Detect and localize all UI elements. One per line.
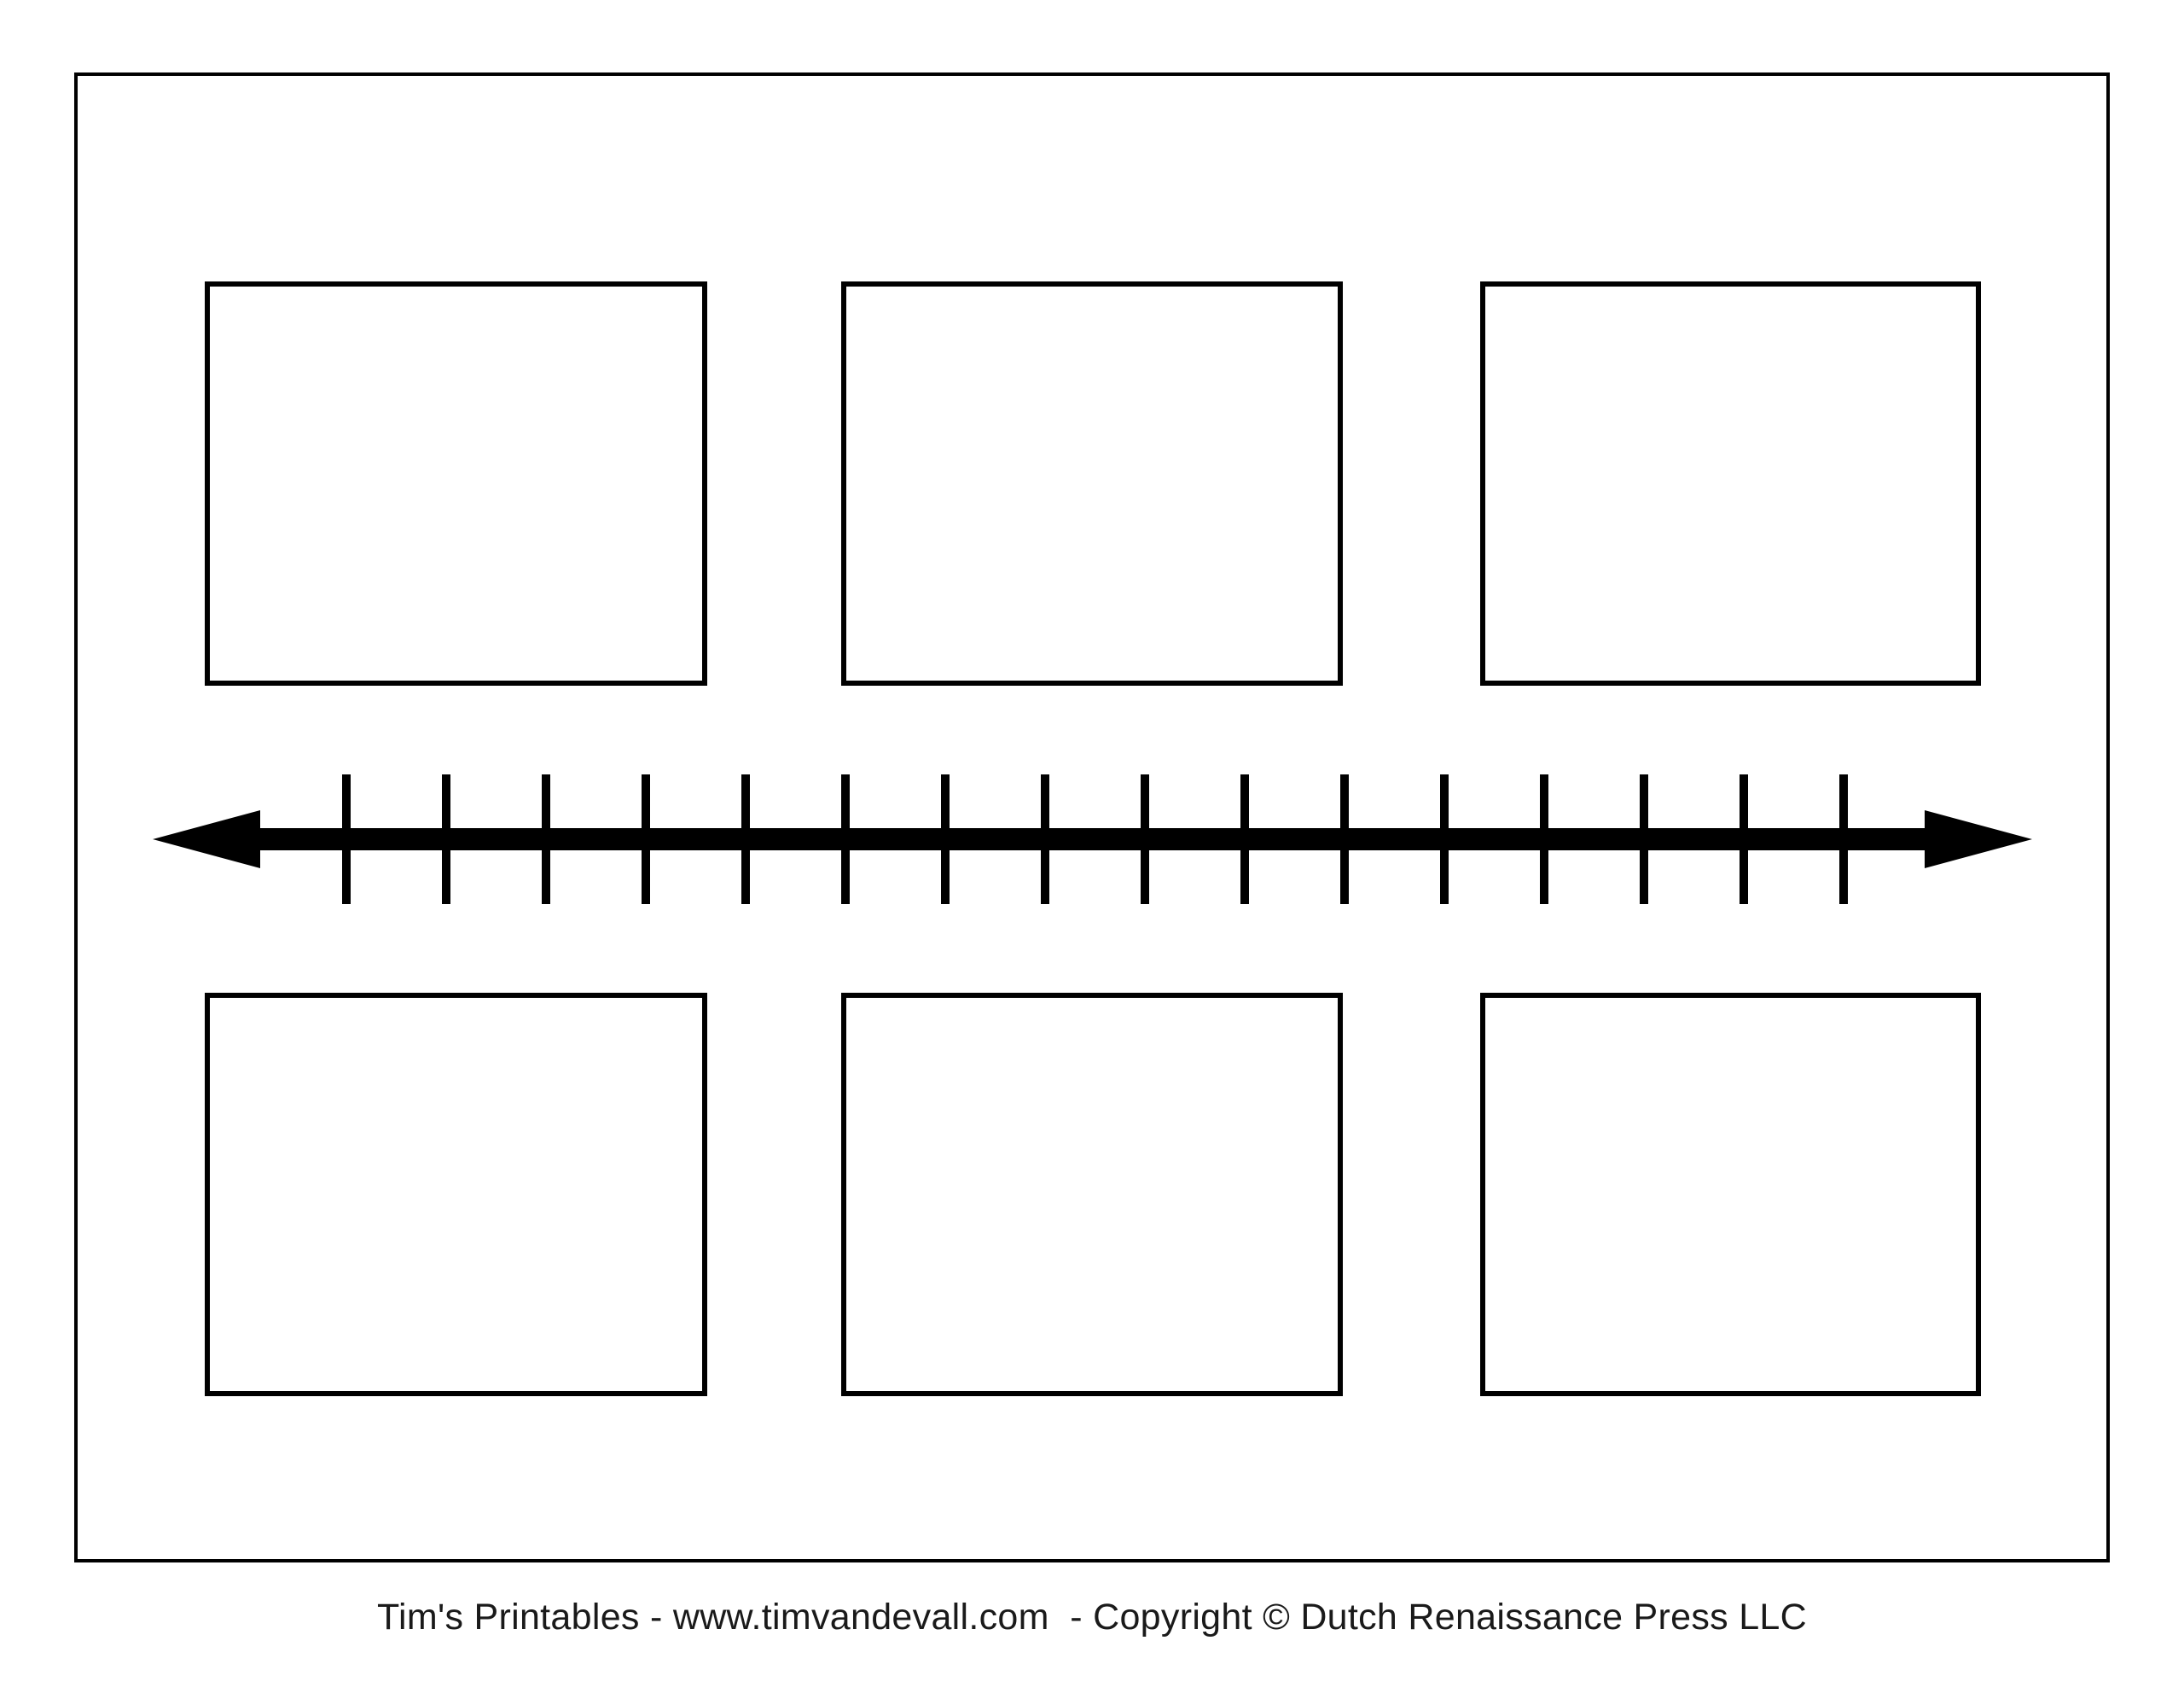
answer-box-top-2[interactable]: [841, 281, 1343, 686]
tick-mark: [1640, 774, 1648, 904]
number-line: [0, 759, 2184, 921]
arrow-left-icon: [153, 810, 260, 868]
tick-mark: [1839, 774, 1848, 904]
sheet-border: [74, 72, 2110, 1562]
tick-mark: [1440, 774, 1449, 904]
answer-box-top-3[interactable]: [1480, 281, 1981, 686]
footer-credit: Tim's Printables - www.timvandevall.com …: [377, 1597, 1807, 1638]
answer-box-bottom-3[interactable]: [1480, 993, 1981, 1396]
number-line-shaft: [253, 828, 1931, 850]
tick-mark: [442, 774, 450, 904]
tick-mark: [642, 774, 650, 904]
tick-mark: [1240, 774, 1249, 904]
tick-mark: [542, 774, 550, 904]
tick-mark: [1141, 774, 1149, 904]
tick-mark: [1041, 774, 1049, 904]
answer-box-bottom-2[interactable]: [841, 993, 1343, 1396]
answer-box-bottom-1[interactable]: [205, 993, 707, 1396]
tick-mark: [342, 774, 351, 904]
arrow-right-icon: [1925, 810, 2032, 868]
tick-mark: [741, 774, 750, 904]
answer-box-top-1[interactable]: [205, 281, 707, 686]
tick-mark: [1540, 774, 1548, 904]
tick-mark: [841, 774, 850, 904]
tick-mark: [941, 774, 950, 904]
tick-mark: [1340, 774, 1349, 904]
tick-mark: [1740, 774, 1748, 904]
